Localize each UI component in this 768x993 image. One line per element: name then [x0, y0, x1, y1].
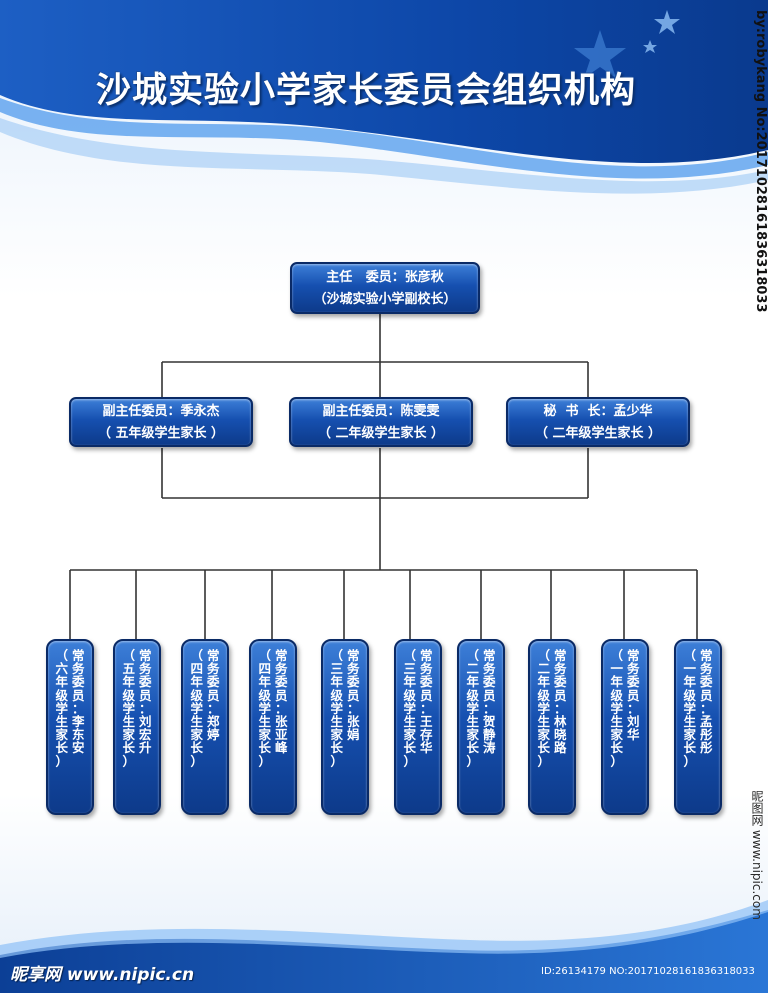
member-node: （五年级学生家长） 常务委员：刘宏升	[113, 639, 161, 815]
chairman-node: 主任 委员：张彦秋 （沙城实验小学副校长）	[290, 262, 480, 314]
vice-chair-node-2: 副主任委员：陈雯雯 （ 二年级学生家长 ）	[289, 397, 473, 447]
member-grade: （四年级学生家长）	[190, 648, 203, 769]
member-role: 常务委员：林晓路	[554, 648, 567, 756]
member-role: 常务委员：孟彤彤	[700, 648, 713, 756]
member-role: 常务委员：刘宏升	[139, 648, 152, 756]
member-node: （三年级学生家长） 常务委员：王存华	[394, 639, 442, 815]
vice-chair-2-title: 副主任委员：陈雯雯	[322, 404, 440, 419]
member-grade: （三年级学生家长）	[330, 648, 343, 769]
member-node: （一年级学生家长） 常务委员：刘华	[601, 639, 649, 815]
chairman-title: 主任 委员：张彦秋	[326, 270, 444, 285]
member-grade: （三年级学生家长）	[403, 648, 416, 769]
member-role: 常务委员：贺静涛	[483, 648, 496, 756]
member-node: （四年级学生家长） 常务委员：张亚峰	[249, 639, 297, 815]
vice-chair-1-subtitle: （ 五年级学生家长 ）	[97, 426, 225, 441]
member-role: 常务委员：郑婷	[207, 648, 220, 743]
member-role: 常务委员：张娟	[347, 648, 360, 743]
chairman-subtitle: （沙城实验小学副校长）	[313, 292, 457, 307]
member-node: （三年级学生家长） 常务委员：张娟	[321, 639, 369, 815]
member-node: （一年级学生家长） 常务委员：孟彤彤	[674, 639, 722, 815]
page-title: 沙城实验小学家长委员会组织机构	[96, 71, 637, 111]
member-grade: （一年级学生家长）	[683, 648, 696, 769]
member-grade: （六年级学生家长）	[55, 648, 68, 769]
member-role: 常务委员：王存华	[420, 648, 433, 756]
member-node: （二年级学生家长） 常务委员：林晓路	[528, 639, 576, 815]
footer-image-id: ID:26134179 NO:20171028161836318033	[541, 966, 755, 977]
member-grade: （二年级学生家长）	[466, 648, 479, 769]
vice-chair-2-subtitle: （ 二年级学生家长 ）	[317, 426, 445, 441]
member-grade: （五年级学生家长）	[122, 648, 135, 769]
member-role: 常务委员：李东安	[72, 648, 85, 756]
member-node: （六年级学生家长） 常务委员：李东安	[46, 639, 94, 815]
footer-logo: 昵享网 www.nipic.cn	[10, 965, 195, 985]
secretary-subtitle: （ 二年级学生家长 ）	[534, 426, 662, 441]
secretary-title: 秘 书 长：孟少华	[543, 404, 653, 419]
member-grade: （四年级学生家长）	[258, 648, 271, 769]
member-grade: （二年级学生家长）	[537, 648, 550, 769]
vice-chair-1-title: 副主任委员：季永杰	[102, 404, 220, 419]
member-role: 常务委员：刘华	[627, 648, 640, 743]
side-watermark-id: by:robykang No:20171028161836318033	[753, 10, 768, 313]
side-watermark-site: 昵图网 www.nipic.com	[750, 790, 764, 920]
member-node: （四年级学生家长） 常务委员：郑婷	[181, 639, 229, 815]
member-role: 常务委员：张亚峰	[275, 648, 288, 756]
vice-chair-node-1: 副主任委员：季永杰 （ 五年级学生家长 ）	[69, 397, 253, 447]
member-grade: （一年级学生家长）	[610, 648, 623, 769]
member-node: （二年级学生家长） 常务委员：贺静涛	[457, 639, 505, 815]
secretary-node: 秘 书 长：孟少华 （ 二年级学生家长 ）	[506, 397, 690, 447]
